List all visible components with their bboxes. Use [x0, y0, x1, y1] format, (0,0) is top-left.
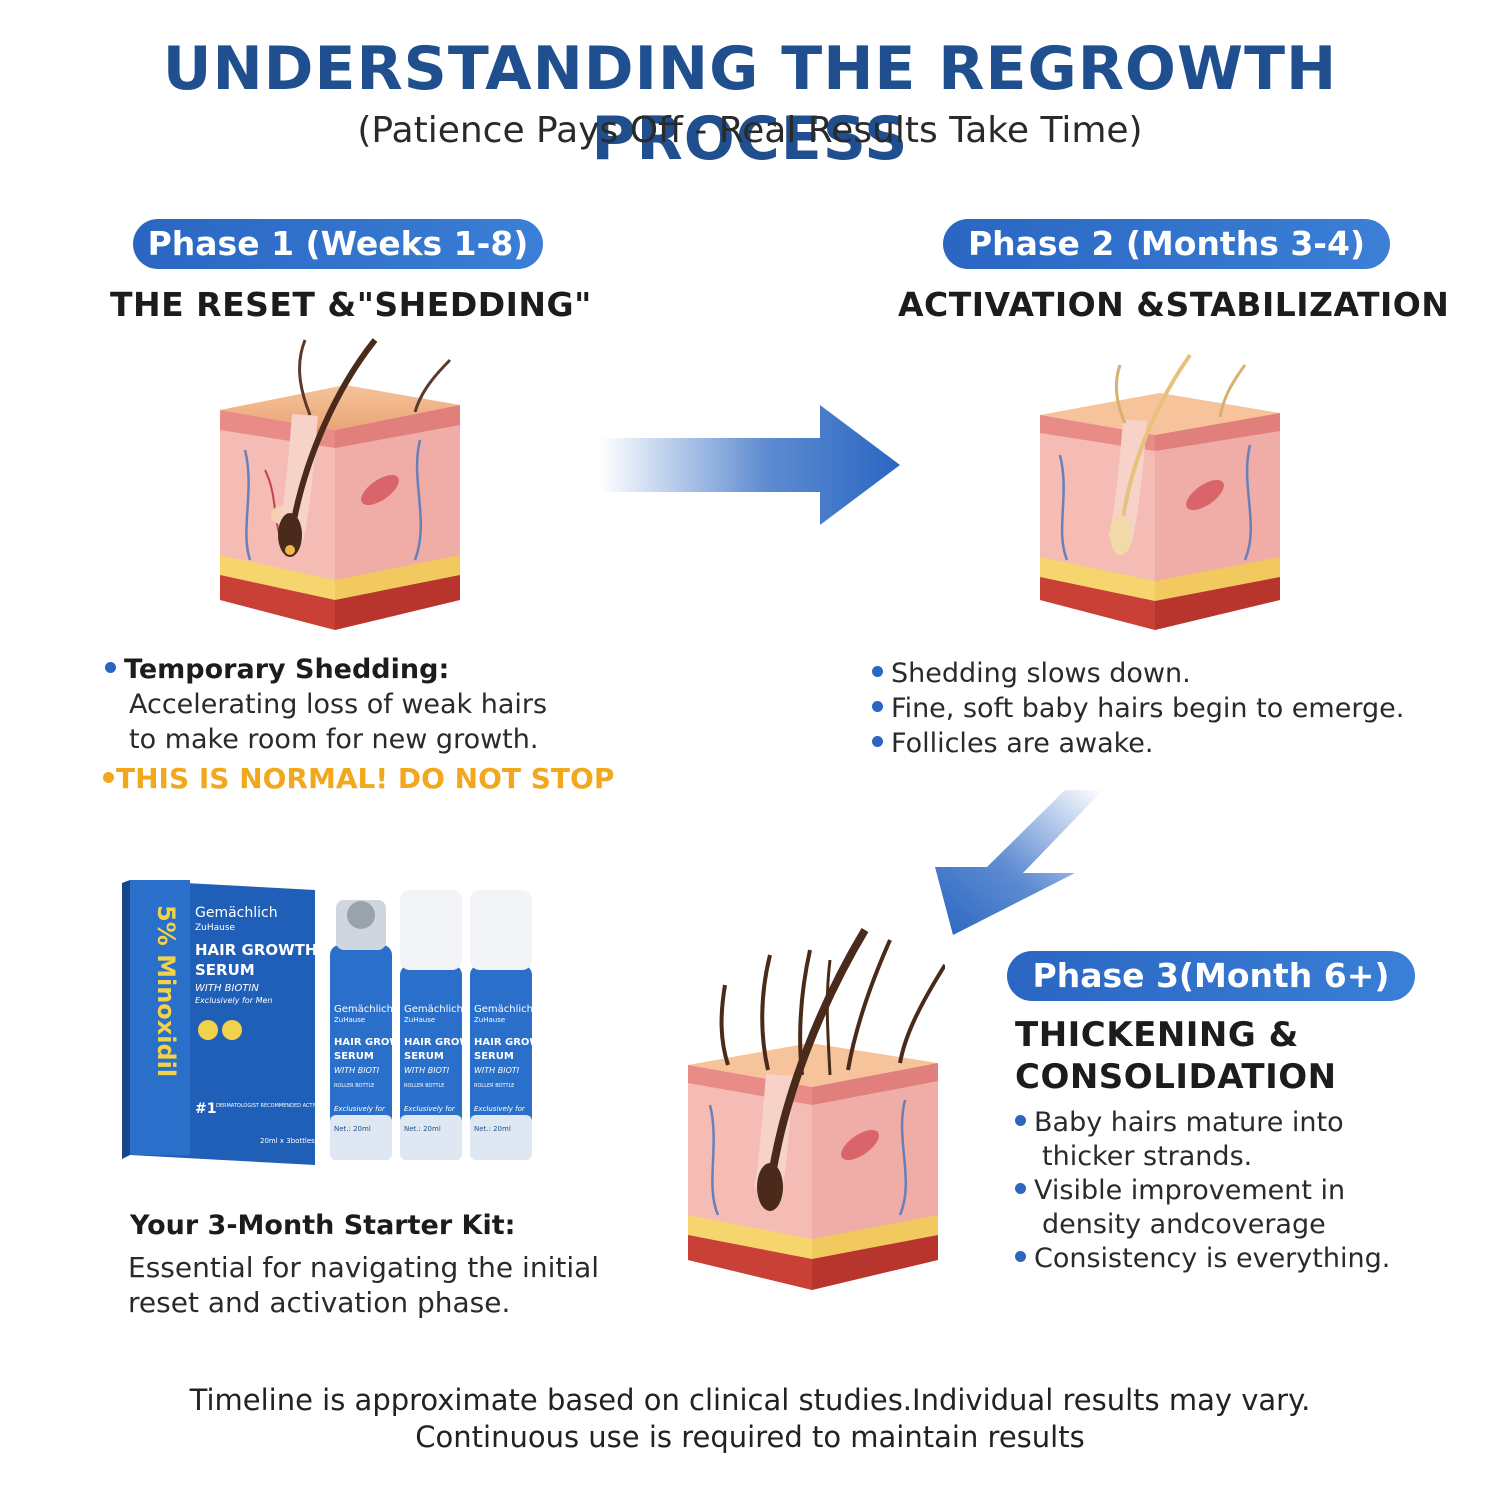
phase3-bullet: Baby hairs mature into: [1034, 1107, 1344, 1138]
bottle-line2: SERUM: [334, 1051, 374, 1062]
phase3-bullet: Consistency is everything.: [1034, 1243, 1391, 1274]
phase2-pill: Phase 2 (Months 3-4): [943, 219, 1390, 269]
phase2-bullet: Follicles are awake.: [891, 728, 1154, 759]
arrow-right-icon: [600, 405, 900, 525]
phase2-heading: ACTIVATION &STABILIZATION: [898, 285, 1450, 324]
phase2-skin-illustration: [1040, 353, 1280, 630]
bottle-tag: ROLLER BOTTLE: [404, 1083, 444, 1089]
phase2-bullets: Shedding slows down. Fine, soft baby hai…: [872, 656, 1472, 761]
bullet-dot: [872, 736, 883, 747]
phase1-bullet-line2: to make room for new growth.: [129, 724, 539, 755]
phase1-skin-illustration: [220, 338, 460, 630]
kit-box-product-l1: HAIR GROWTH: [195, 941, 317, 959]
bottle-for: Exclusively for: [334, 1105, 386, 1113]
bottle-net: Net.: 20ml: [334, 1125, 371, 1133]
bottle-brand: Gemächlich: [334, 1004, 393, 1015]
phase3-heading-line1: THICKENING &: [1015, 1015, 1299, 1055]
kit-desc-line1: Essential for navigating the initial: [128, 1251, 600, 1284]
bottle-line3: WITH BIOTI: [474, 1066, 520, 1075]
phase2-bullet: Shedding slows down.: [891, 658, 1191, 689]
bullet-dot: [872, 666, 883, 677]
phase3-bullet-cont: density andcoverage: [1042, 1209, 1326, 1240]
kit-box-rank: #1: [195, 1101, 216, 1117]
bottle-brand-sub: ZuHause: [334, 1016, 365, 1024]
bullet-dot: [1015, 1251, 1026, 1262]
phase1-heading: THE RESET &"SHEDDING": [110, 285, 592, 324]
phase1-warning: THIS IS NORMAL! DO NOT STOP: [103, 762, 614, 795]
bottle-line1: HAIR GROW: [474, 1037, 540, 1048]
bottle-brand: Gemächlich: [404, 1004, 463, 1015]
phase1-bullet-title: Temporary Shedding:: [124, 654, 450, 685]
bullet-dot: [872, 701, 883, 712]
bottle-for: Exclusively for: [404, 1105, 456, 1113]
page-subtitle: (Patience Pays Off - Real Results Take T…: [357, 110, 1143, 151]
bullet-dot: [105, 662, 116, 673]
phase3-bullet: Visible improvement in: [1034, 1175, 1346, 1206]
bottle-tag: ROLLER BOTTLE: [474, 1083, 514, 1089]
bottle-net: Net.: 20ml: [474, 1125, 511, 1133]
bottle-line2: SERUM: [474, 1051, 514, 1062]
kit-box-with: WITH BIOTIN: [195, 983, 259, 994]
kit-title: Your 3-Month Starter Kit:: [130, 1210, 516, 1241]
kit-box-product-l2: SERUM: [195, 961, 255, 979]
phase3-skin-illustration: [688, 927, 945, 1290]
kit-box-side: 5% Minoxidil: [152, 905, 180, 1077]
phase3-bullets: Baby hairs mature into thicker strands. …: [1015, 1106, 1485, 1276]
bottle-line1: HAIR GROW: [404, 1037, 470, 1048]
bottle-line3: WITH BIOTI: [404, 1066, 450, 1075]
arrow-down-left-icon: [935, 790, 1103, 935]
roller-bottle: Gemächlich ZuHause HAIR GROW SERUM WITH …: [330, 900, 400, 1160]
kit-box-brand-sub: ZuHause: [195, 923, 236, 933]
roller-bottle: Gemächlich ZuHause HAIR GROW SERUM WITH …: [400, 890, 470, 1160]
bottle-brand-sub: ZuHause: [404, 1016, 435, 1024]
kit-box-rank-text: DERMATOLOGIST RECOMMENDED ACTIVE INGREDI…: [216, 1103, 354, 1109]
bottle-line1: HAIR GROW: [334, 1037, 400, 1048]
bottle-brand: Gemächlich: [474, 1004, 533, 1015]
bottle-tag: ROLLER BOTTLE: [334, 1083, 374, 1089]
page-title: UNDERSTANDING THE REGROWTH PROCESS: [162, 34, 1338, 174]
kit-box-brand: Gemächlich: [195, 905, 278, 921]
phase1-bullet: Temporary Shedding: Accelerating loss of…: [105, 652, 625, 757]
bottle-line3: WITH BIOTI: [334, 1066, 380, 1075]
warning-dot: [103, 771, 114, 783]
footer-line1: Timeline is approximate based on clinica…: [189, 1383, 1311, 1417]
bottle-brand-sub: ZuHause: [474, 1016, 505, 1024]
phase3-pill: Phase 3(Month 6+): [1007, 951, 1415, 1001]
phase1-pill: Phase 1 (Weeks 1-8): [133, 219, 543, 269]
phase1-warning-text: THIS IS NORMAL! DO NOT STOP: [116, 762, 615, 795]
bullet-dot: [1015, 1115, 1026, 1126]
starter-kit-illustration: 5% Minoxidil Gemächlich ZuHause HAIR GRO…: [122, 880, 540, 1165]
kit-desc-line2: reset and activation phase.: [128, 1286, 511, 1319]
phase3-bullet-cont: thicker strands.: [1042, 1141, 1253, 1172]
roller-bottle: Gemächlich ZuHause HAIR GROW SERUM WITH …: [470, 890, 540, 1160]
kit-box-size: 20ml x 3bottles: [260, 1137, 315, 1145]
bullet-dot: [1015, 1183, 1026, 1194]
phase1-bullet-line1: Accelerating loss of weak hairs: [129, 689, 548, 720]
bottle-net: Net.: 20ml: [404, 1125, 441, 1133]
bottle-for: Exclusively for: [474, 1105, 526, 1113]
bottle-line2: SERUM: [404, 1051, 444, 1062]
footer-line2: Continuous use is required to maintain r…: [415, 1420, 1085, 1454]
phase3-heading-line2: CONSOLIDATION: [1015, 1057, 1337, 1097]
kit-box-for: Exclusively for Men: [195, 996, 272, 1005]
phase2-bullet: Fine, soft baby hairs begin to emerge.: [891, 693, 1405, 724]
